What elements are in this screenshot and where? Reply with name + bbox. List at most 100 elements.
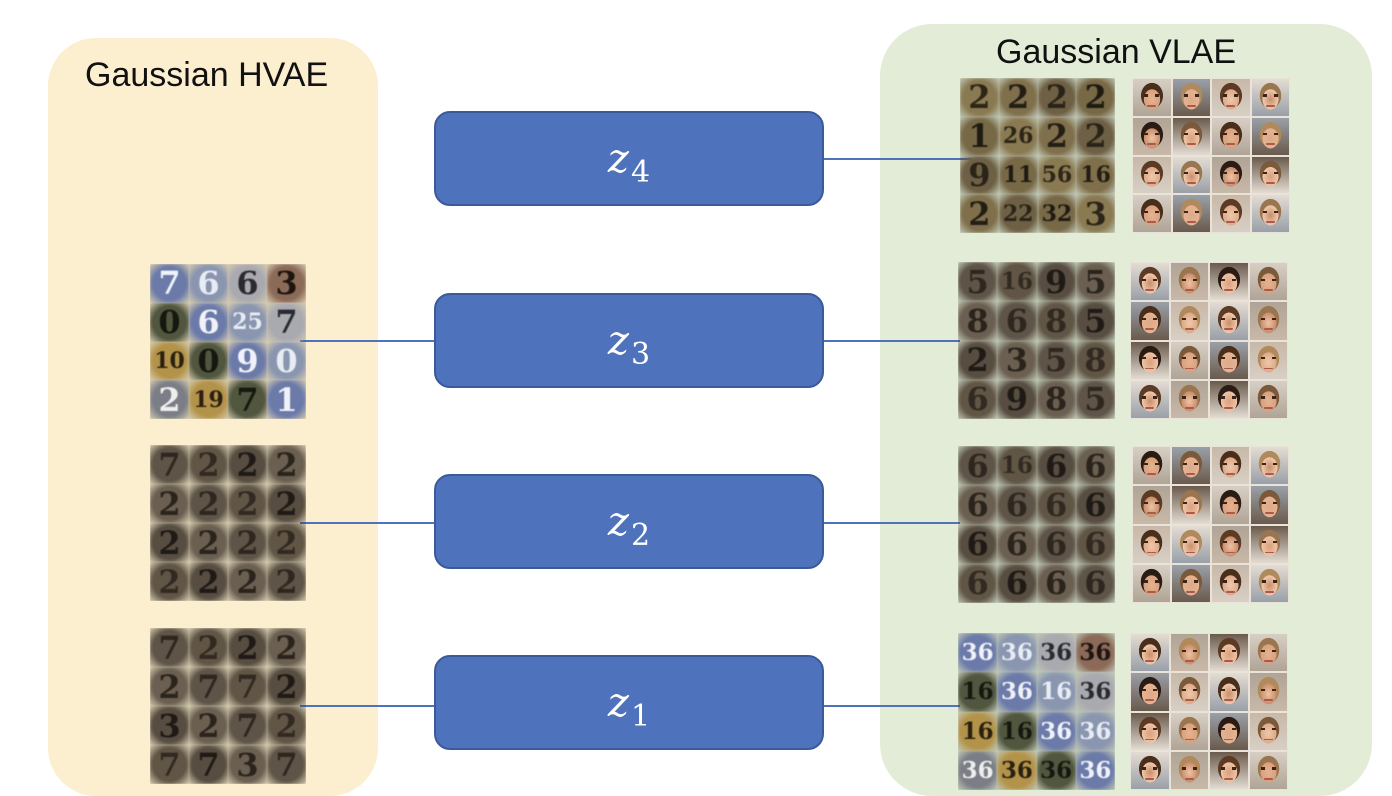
digit-sample: 2 — [998, 78, 1038, 117]
digit-sample: 9 — [1036, 262, 1076, 302]
face-sample — [1172, 156, 1210, 194]
face-sample — [1250, 447, 1288, 485]
vlae-panel — [880, 24, 1372, 796]
digit-sample: 2 — [1037, 116, 1077, 156]
digit-sample: 36 — [1075, 711, 1115, 751]
digit-sample: 9 — [228, 341, 267, 381]
digit-sample: 2 — [228, 562, 267, 601]
face-sample — [1170, 634, 1208, 672]
digit-sample: 5 — [1075, 301, 1115, 341]
digit-sample: 36 — [1075, 672, 1115, 712]
face-sample — [1251, 156, 1289, 194]
digit-sample: 36 — [1036, 633, 1076, 673]
digit-sample: 2 — [189, 562, 228, 601]
digit-sample: 2 — [1076, 78, 1115, 117]
face-sample — [1172, 525, 1210, 563]
digit-sample: 6 — [958, 563, 998, 603]
latent-z2-sub: 2 — [630, 518, 651, 553]
digit-sample: 2 — [150, 484, 189, 523]
latent-z1-sub: 1 — [630, 699, 651, 734]
digit-sample: 2 — [267, 523, 306, 562]
digit-sample: 2 — [189, 445, 228, 484]
digit-sample: 0 — [267, 341, 306, 381]
connector-z1-vlae — [824, 705, 960, 707]
digit-sample: 2 — [267, 562, 306, 601]
digit-sample: 6 — [1075, 446, 1115, 486]
digit-sample: 16 — [958, 711, 998, 751]
face-sample — [1210, 263, 1248, 301]
face-sample — [1170, 380, 1208, 418]
digit-sample: 7 — [150, 745, 189, 784]
digit-sample: 6 — [189, 264, 228, 303]
face-sample — [1131, 673, 1169, 711]
face-sample — [1249, 673, 1287, 711]
hvae-title: Gaussian HVAE — [85, 56, 329, 94]
digit-sample: 36 — [1075, 633, 1115, 673]
face-sample — [1210, 751, 1248, 789]
digit-sample: 16 — [997, 446, 1037, 486]
digit-sample: 5 — [1075, 262, 1115, 302]
face-sample — [1133, 525, 1171, 563]
digit-sample: 7 — [150, 628, 189, 667]
digit-sample: 5 — [1075, 379, 1115, 419]
digit-sample: 1 — [267, 380, 306, 419]
digit-sample: 25 — [228, 302, 267, 342]
face-sample — [1212, 117, 1250, 155]
digit-sample: 7 — [150, 445, 189, 484]
connector-z3-vlae — [824, 340, 960, 342]
digit-sample: 8 — [1075, 340, 1115, 380]
vlae-face-grid-z3 — [1130, 262, 1288, 419]
digit-sample: 1 — [960, 116, 999, 156]
digit-sample: 6 — [997, 563, 1037, 603]
digit-sample: 8 — [1036, 379, 1076, 419]
face-sample — [1251, 117, 1289, 155]
face-sample — [1172, 564, 1210, 602]
face-sample — [1249, 751, 1287, 789]
digit-sample: 7 — [267, 745, 306, 784]
digit-sample: 7 — [228, 667, 267, 706]
connector-z4-vlae — [824, 158, 972, 160]
digit-sample: 5 — [1036, 340, 1076, 380]
face-sample — [1172, 486, 1210, 524]
digit-sample: 10 — [150, 341, 189, 381]
face-sample — [1131, 380, 1169, 418]
connector-hvae-z3 — [300, 340, 434, 342]
digit-sample: 2 — [958, 340, 998, 380]
face-sample — [1212, 195, 1250, 232]
face-sample — [1133, 564, 1171, 602]
face-sample — [1131, 712, 1169, 750]
digit-sample: 2 — [228, 484, 267, 523]
face-sample — [1212, 79, 1250, 116]
digit-sample: 2 — [267, 667, 306, 706]
face-sample — [1131, 263, 1169, 301]
face-sample — [1133, 117, 1171, 155]
digit-sample: 2 — [960, 78, 999, 117]
digit-sample: 3 — [228, 745, 267, 784]
digit-sample: 2 — [189, 484, 228, 523]
face-sample — [1211, 564, 1249, 602]
digit-sample: 2 — [150, 523, 189, 562]
digit-sample: 7 — [228, 380, 267, 419]
digit-sample: 0 — [189, 341, 228, 381]
digit-sample: 7 — [189, 745, 228, 784]
face-sample — [1131, 751, 1169, 789]
face-sample — [1210, 673, 1248, 711]
digit-sample: 6 — [1075, 485, 1115, 525]
digit-sample: 56 — [1037, 155, 1077, 195]
digit-sample: 19 — [189, 380, 228, 419]
face-sample — [1170, 341, 1208, 379]
digit-sample: 16 — [1036, 672, 1076, 712]
face-sample — [1170, 712, 1208, 750]
face-sample — [1170, 751, 1208, 789]
digit-sample: 6 — [958, 485, 998, 525]
face-sample — [1133, 79, 1171, 116]
digit-sample: 5 — [958, 262, 998, 302]
digit-sample: 3 — [267, 264, 306, 303]
